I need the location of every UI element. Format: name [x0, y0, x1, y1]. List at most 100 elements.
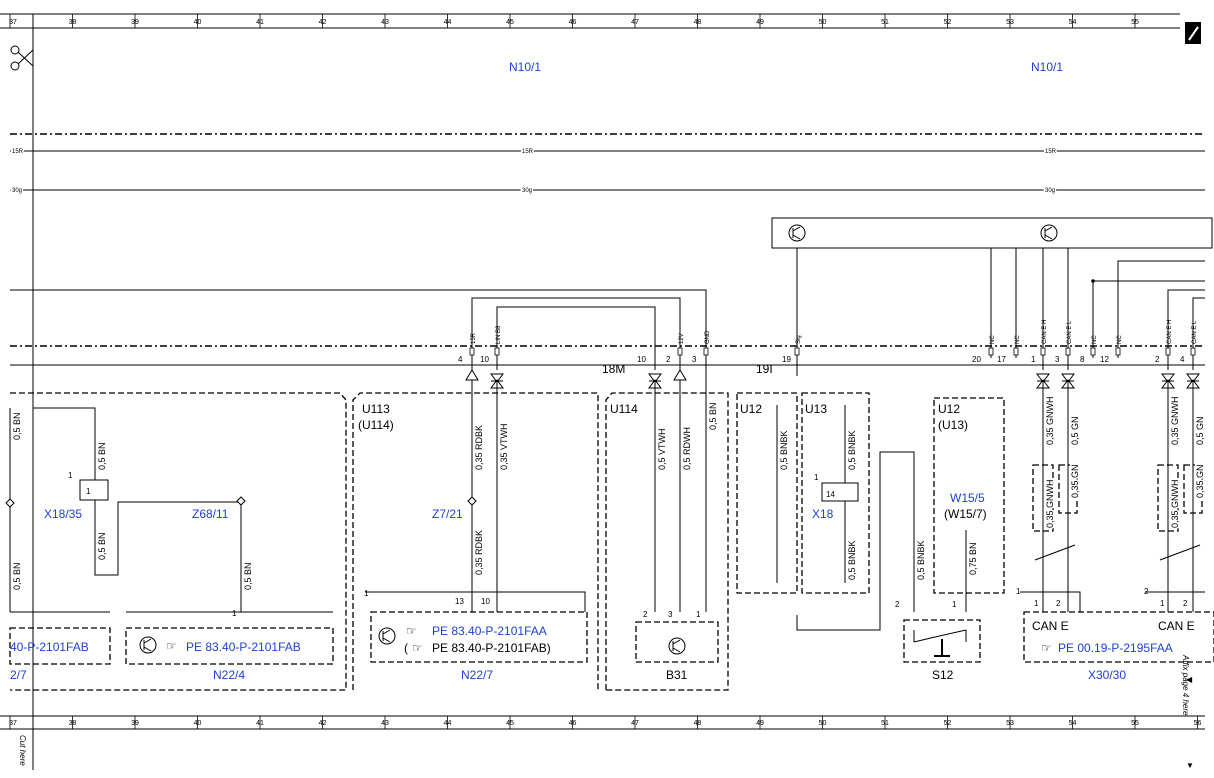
pin-stub [1115, 347, 1121, 356]
ruler-label: 38 [69, 19, 77, 26]
wire-label: 0,35 GNWH [1045, 396, 1055, 445]
pin-2: 2 [666, 355, 671, 364]
label-u13p: (U13) [938, 418, 968, 432]
component-frames [10, 392, 1005, 691]
wire-label: 0,35 GN [1195, 464, 1205, 498]
bottom-pin-numbers: 13 10 1 1 2 3 1 2 1 1 1 2 2 1 2 [232, 587, 1188, 619]
can-e-label-1: CAN E [1032, 619, 1069, 633]
transistor-icon-b31 [668, 637, 686, 655]
label-u114: U114 [610, 402, 638, 416]
ruler-label: 55 [1131, 720, 1139, 727]
pin-s12-2: 2 [895, 600, 900, 609]
wire-label: 0,5 RDWH [682, 427, 692, 470]
pin-stub [1040, 347, 1046, 356]
ruler-label: 53 [1006, 720, 1014, 727]
ruler-label: 44 [444, 720, 452, 727]
pin-x30b-2b: 2 [1183, 599, 1188, 608]
ruler-label: 39 [131, 19, 139, 26]
label-u12b: U12 [938, 402, 960, 416]
pin-b31-3: 3 [668, 610, 673, 619]
ruler-label: 45 [506, 19, 514, 26]
label-x18-35: X18/35 [44, 507, 82, 521]
wire-label: 0,35 GNWH [1170, 396, 1180, 445]
scissors-icon [10, 45, 34, 71]
pin-label: NC [1117, 335, 1123, 344]
label-n22-7: N22/7 [461, 668, 493, 682]
connector-symbols [465, 355, 1200, 389]
pin-label: CAN E L [1067, 320, 1073, 344]
pin-8: 8 [1080, 355, 1085, 364]
wire-label: 0,5 VTWH [657, 428, 667, 470]
label-w15-5: W15/5 [950, 491, 985, 505]
pin-20: 20 [972, 355, 981, 364]
ref-n22-7-b-open: ( [404, 641, 408, 655]
ruler-label: 50 [819, 19, 827, 26]
pin-stub [794, 347, 800, 356]
label-s12: S12 [932, 668, 954, 682]
pin-stub [988, 347, 994, 356]
label-u113: U113 [362, 402, 390, 416]
pin-17: 17 [997, 355, 1006, 364]
internal-wiring [10, 248, 1205, 358]
ruler-label: 48 [694, 19, 702, 26]
reference-hand-icon-2: ☞ [406, 624, 417, 638]
pin-x30b-1: 1 [1160, 599, 1165, 608]
pin-s12-1: 1 [952, 600, 957, 609]
wire-label: 0,5 GN [1070, 416, 1080, 445]
label-w15-7: (W15/7) [944, 507, 987, 521]
ruler-label: 49 [756, 19, 764, 26]
reference-hand-icon: ☞ [166, 639, 177, 653]
ref-n22-7-a: PE 83.40-P-2101FAA [432, 624, 547, 638]
pin-12: 12 [1100, 355, 1109, 364]
pin-label: CAN E H [1042, 320, 1048, 344]
x18-pin-14: 14 [826, 490, 835, 499]
ruler-label: 47 [631, 19, 639, 26]
ruler-label: 42 [319, 19, 327, 26]
pin-label: 15R [471, 332, 477, 344]
ruler-label: 37 [9, 19, 17, 26]
pin-stub [703, 347, 709, 356]
pin-b31-2: 2 [643, 610, 648, 619]
wire-label: 0,5 BN [12, 562, 22, 590]
ruler-label: 56 [1194, 720, 1202, 727]
bus-15r-label-1: 15R [12, 149, 24, 155]
wire-label: 0,5 BNBK [916, 540, 926, 580]
pin-label: GND [705, 330, 711, 344]
bus-30g-label-1: 30g [12, 188, 22, 194]
wire-label: 0,5 GN [1195, 416, 1205, 445]
ref-n22-7-b: PE 83.40-P-2101FAB) [432, 641, 551, 655]
ruler-label: 41 [256, 19, 264, 26]
ruler-label: 53 [1006, 19, 1014, 26]
pin-x30-1: 1 [1016, 587, 1021, 596]
bus-15r-label-2: 15R [522, 149, 534, 155]
ruler-label: 42 [319, 720, 327, 727]
pin-label: Sig [796, 335, 802, 344]
module-n10-left: N10/1 [509, 60, 541, 74]
wire-label: 0,35 VTWH [499, 423, 509, 470]
ruler-label: 55 [1131, 19, 1139, 26]
ref-n22-4: PE 83.40-P-2101FAB [186, 640, 301, 654]
wire-label: 0,5 BNBK [847, 540, 857, 580]
pin-1: 1 [1031, 355, 1036, 364]
can-e-label-2: CAN E [1158, 619, 1195, 633]
wire-label: 0,5 BNBK [847, 430, 857, 470]
pin-label: CAN E L [1192, 320, 1198, 344]
ref-x30-30: PE 00.19-P-2195FAA [1058, 641, 1173, 655]
pin-4b: 4 [1180, 355, 1185, 364]
module-n10-right: N10/1 [1031, 60, 1063, 74]
wire-label: 0,75 BN [968, 542, 978, 575]
ruler-label: 50 [819, 720, 827, 727]
ruler-label: 52 [944, 720, 952, 727]
ruler-label: 48 [694, 720, 702, 727]
wire-label: 0,35 RDBK [474, 425, 484, 470]
pin-19: 19 [782, 355, 791, 364]
pin-stub [1190, 347, 1196, 356]
pin-2b: 2 [1155, 355, 1160, 364]
wire-label: 0,5 BNBK [779, 430, 789, 470]
pin-label: NC [1092, 335, 1098, 344]
label-u13: U13 [805, 402, 827, 416]
label-z68-11: Z68/11 [192, 507, 229, 521]
wire-label: 0,5 BN [97, 532, 107, 560]
wire-label: 0,35 GNWH [1045, 479, 1055, 528]
